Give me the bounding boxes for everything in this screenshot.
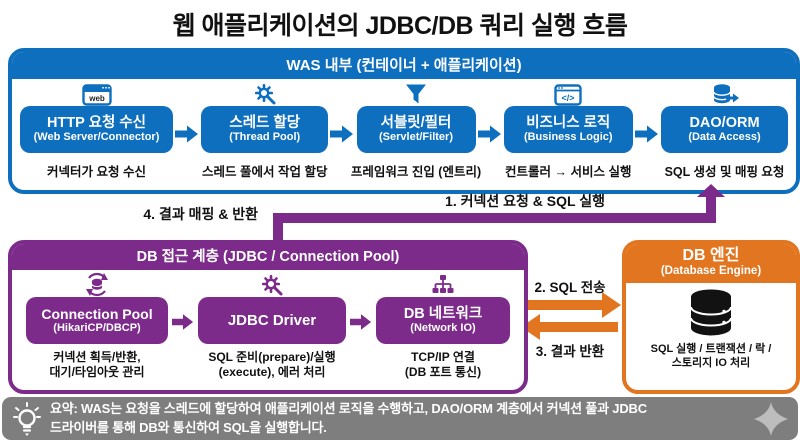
page-title: 웹 애플리케이션의 JDBC/DB 쿼리 실행 흐름 — [172, 12, 628, 40]
step-subtitle: (Thread Pool) — [229, 131, 301, 144]
db-steps-row: Connection Pool (HikariCP/DBCP) 커넥션 획득/반… — [12, 270, 524, 380]
db-engine-title: DB 엔진 — [682, 247, 740, 264]
svg-text:web: web — [88, 94, 105, 103]
was-panel-header: WAS 내부 (컨테이너 + 애플리케이션) — [12, 52, 796, 79]
was-panel: WAS 내부 (컨테이너 + 애플리케이션) web HTTP 요청 수신 (W… — [8, 48, 800, 194]
funnel-icon — [404, 80, 428, 106]
db-engine-header: DB 엔진 (Database Engine) — [626, 244, 796, 284]
step-title: JDBC Driver — [227, 311, 317, 329]
step-subtitle: (Network IO) — [410, 322, 476, 335]
db-engine-panel: DB 엔진 (Database Engine) SQL 실행 / 트랜잭션 / … — [622, 240, 800, 394]
step-title: HTTP 요청 수신 — [46, 114, 146, 131]
step-title: 비즈니스 로직 — [526, 114, 611, 131]
servlet-filter-box: 서블릿/필터 (Servlet/Filter) — [356, 106, 476, 153]
gear-wrench-icon — [253, 80, 277, 106]
step-title: 서블릿/필터 — [380, 114, 452, 131]
flow-label-sql-send: 2. SQL 전송 — [534, 280, 606, 295]
step-caption: SQL 준비(prepare)/실행 (execute), 에러 처리 — [208, 350, 335, 380]
step-subtitle: (Business Logic) — [523, 131, 613, 144]
arrow-right-icon — [477, 125, 502, 143]
step-title: DAO/ORM — [689, 114, 760, 131]
db-network-box: DB 네트워크 (Network IO) — [376, 297, 510, 344]
step-title: Connection Pool — [41, 305, 153, 322]
caption-line: 커넥션 획득/반환, — [53, 350, 141, 364]
business-logic-box: 비즈니스 로직 (Business Logic) — [503, 106, 633, 153]
result-return-arrow-icon — [521, 314, 618, 340]
db-engine-body: SQL 실행 / 트랜잭션 / 락 / 스토리지 IO 처리 — [626, 283, 796, 371]
step-caption: 커넥션 획득/반환, 대기/타임아웃 관리 — [50, 350, 145, 380]
step-caption: 컨트롤러 → 서비스 실행 — [505, 165, 632, 179]
web-browser-icon: web — [81, 80, 112, 106]
network-tree-icon — [431, 271, 455, 297]
step-caption: TCP/IP 연결 (DB 포트 통신) — [405, 350, 481, 380]
was-steps-row: web HTTP 요청 수신 (Web Server/Connector) 커넥… — [12, 79, 796, 180]
step-subtitle: (Servlet/Filter) — [379, 131, 453, 144]
flow-label-result-mapping: 4. 결과 매핑 & 반환 — [143, 206, 258, 222]
step-subtitle: (HikariCP/DBCP) — [53, 321, 141, 334]
step-caption: SQL 생성 및 매핑 요청 — [664, 165, 785, 179]
step-thread-alloc: 스레드 할당 (Thread Pool) 스레드 풀에서 작업 할당 — [201, 80, 329, 180]
summary-text: 요약: WAS는 요청을 스레드에 할당하여 애플리케이션 로직을 수행하고, … — [50, 400, 746, 438]
database-cylinder-icon — [685, 288, 737, 338]
step-title: DB 네트워크 — [403, 305, 483, 322]
summary-line-1: 요약: WAS는 요청을 스레드에 할당하여 애플리케이션 로직을 수행하고, … — [50, 400, 647, 416]
sparkle-icon — [754, 401, 788, 436]
caption-line: (DB 포트 통신) — [404, 365, 482, 379]
summary-line-2: 드라이버를 통해 DB와 통신하여 SQL을 실행합니다. — [50, 419, 327, 435]
step-dao-orm: DAO/ORM (Data Access) SQL 생성 및 매핑 요청 — [661, 80, 788, 180]
step-http-request: web HTTP 요청 수신 (Web Server/Connector) 커넥… — [20, 80, 173, 180]
db-engine-subtitle: (Database Engine) — [660, 265, 762, 278]
arrow-right-icon — [350, 313, 372, 331]
caption-line: TCP/IP 연결 — [411, 350, 475, 364]
step-servlet-filter: 서블릿/필터 (Servlet/Filter) 프레임워크 진입 (엔트리) — [351, 80, 481, 180]
connection-pool-box: Connection Pool (HikariCP/DBCP) — [26, 297, 168, 344]
step-caption: 스레드 풀에서 작업 할당 — [202, 165, 328, 179]
summary-bar: 요약: WAS는 요청을 스레드에 할당하여 애플리케이션 로직을 수행하고, … — [2, 397, 798, 440]
step-jdbc-driver: JDBC Driver SQL 준비(prepare)/실행 (execute)… — [198, 271, 346, 380]
thread-alloc-box: 스레드 할당 (Thread Pool) — [201, 106, 329, 153]
code-window-icon: </> — [554, 80, 582, 106]
lightbulb-icon — [12, 401, 42, 437]
step-caption: 프레임워크 진입 (엔트리) — [350, 165, 482, 179]
database-export-icon — [711, 80, 739, 106]
step-subtitle: (Web Server/Connector) — [33, 131, 160, 144]
caption-line: SQL 준비(prepare)/실행 — [208, 350, 336, 364]
db-access-panel-header: DB 접근 계층 (JDBC / Connection Pool) — [12, 244, 524, 270]
step-connection-pool: Connection Pool (HikariCP/DBCP) 커넥션 획득/반… — [26, 271, 168, 380]
step-title: 스레드 할당 — [229, 114, 301, 131]
arrow-right-icon — [175, 125, 199, 143]
caption-line: (execute), 에러 처리 — [218, 365, 326, 379]
database-refresh-icon — [84, 271, 110, 297]
caption-line: SQL 실행 / 트랜잭션 / 락 / — [650, 343, 772, 356]
step-caption: 커넥터가 요청 수신 — [47, 165, 146, 179]
db-access-panel: DB 접근 계층 (JDBC / Connection Pool) Connec… — [8, 240, 528, 394]
gear-wrench-icon — [260, 271, 284, 297]
caption-line: 스토리지 IO 처리 — [671, 357, 751, 370]
arrow-right-icon — [330, 125, 354, 143]
step-db-network: DB 네트워크 (Network IO) TCP/IP 연결 (DB 포트 통신… — [376, 271, 510, 380]
arrow-right-icon — [172, 313, 194, 331]
dao-orm-box: DAO/ORM (Data Access) — [661, 106, 788, 153]
jdbc-driver-box: JDBC Driver — [198, 297, 346, 344]
svg-text:</>: </> — [562, 93, 575, 103]
arrow-right-icon — [634, 125, 659, 143]
flow-label-result-return: 3. 결과 반환 — [535, 344, 605, 359]
flow-label-connection-request: 1. 커넥션 요청 & SQL 실행 — [445, 193, 605, 209]
db-engine-caption: SQL 실행 / 트랜잭션 / 락 / 스토리지 IO 처리 — [651, 342, 772, 371]
step-subtitle: (Data Access) — [688, 131, 761, 144]
caption-line: 대기/타임아웃 관리 — [49, 365, 145, 379]
http-request-box: HTTP 요청 수신 (Web Server/Connector) — [20, 106, 173, 153]
step-business-logic: </> 비즈니스 로직 (Business Logic) 컨트롤러 → 서비스 … — [503, 80, 633, 180]
